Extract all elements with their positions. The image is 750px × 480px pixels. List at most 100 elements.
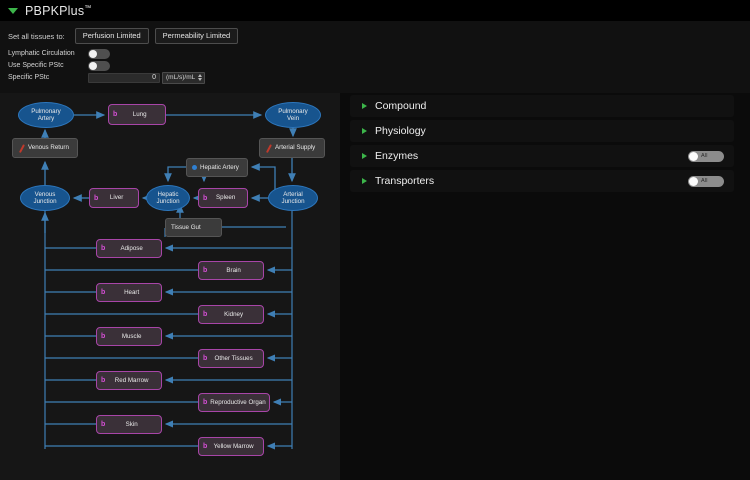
accordion-title: Transporters (375, 175, 435, 187)
toggle-all-label: All (701, 177, 708, 184)
b-icon: b (101, 245, 106, 252)
slash-icon (18, 145, 25, 152)
toggle-all-label: All (701, 152, 708, 159)
use-specific-pstc-toggle[interactable] (88, 60, 110, 71)
use-specific-pstc-label: Use Specific PStc (8, 62, 64, 69)
lymphatic-circulation-row: Lymphatic Circulation (8, 48, 110, 59)
accordion-title: Compound (375, 100, 427, 112)
toggle-knob (89, 49, 97, 58)
lymphatic-circulation-toggle[interactable] (88, 48, 110, 59)
use-specific-pstc-row: Use Specific PStc (8, 60, 110, 71)
b-icon: b (101, 421, 106, 428)
tissue-controls-panel: Set all tissues to: Perfusion Limited Pe… (0, 21, 750, 93)
node-label: Liver (109, 194, 124, 202)
lymphatic-circulation-label: Lymphatic Circulation (8, 50, 75, 57)
node-label: Adipose (120, 244, 143, 252)
set-all-tissues-row: Set all tissues to: Perfusion Limited Pe… (8, 28, 239, 45)
node-arterial-supply[interactable]: Arterial Supply (259, 138, 325, 158)
node-yellow-marrow[interactable]: b Yellow Marrow (198, 437, 264, 456)
b-icon: b (203, 267, 208, 274)
b-icon: b (113, 111, 118, 118)
node-label: Kidney (224, 310, 244, 318)
accordion-title: Physiology (375, 125, 426, 137)
accordion-transporters[interactable]: Transporters All (350, 170, 734, 192)
node-venous-return[interactable]: Venous Return (12, 138, 78, 158)
node-adipose[interactable]: b Adipose (96, 239, 162, 258)
node-label: Red Marrow (114, 376, 149, 384)
b-icon: b (101, 289, 106, 296)
triangle-right-icon[interactable] (362, 128, 367, 134)
b-icon: b (203, 355, 208, 362)
title-bar: PBPKPlus™ (0, 0, 750, 21)
node-label: Tissue Gut (171, 223, 201, 231)
permeability-limited-button[interactable]: Permeability Limited (154, 28, 239, 45)
node-muscle[interactable]: b Muscle (96, 327, 162, 346)
b-icon: b (203, 194, 208, 202)
accordion-physiology[interactable]: Physiology (350, 120, 734, 142)
node-spleen[interactable]: b Spleen (198, 188, 248, 208)
toggle-knob (689, 176, 698, 186)
node-label: Arterial Supply (275, 144, 316, 152)
node-label: Lung (132, 110, 147, 118)
node-lung[interactable]: b Lung (108, 104, 166, 125)
node-label: Hepatic Artery (200, 163, 239, 171)
dot-icon (192, 165, 197, 170)
node-hepatic-artery[interactable]: Hepatic Artery (186, 158, 248, 177)
node-label: Skin (125, 420, 138, 428)
stepper-icon[interactable] (198, 74, 203, 81)
node-label: Yellow Marrow (213, 442, 254, 450)
triangle-right-icon[interactable] (362, 153, 367, 159)
triangle-right-icon[interactable] (362, 103, 367, 109)
diagram-edges (41, 111, 297, 450)
b-icon: b (101, 333, 106, 340)
perfusion-limited-button[interactable]: Perfusion Limited (74, 28, 149, 45)
node-skin[interactable]: b Skin (96, 415, 162, 434)
set-all-tissues-label: Set all tissues to: (8, 31, 65, 41)
specific-pstc-label: Specific PStc (8, 74, 50, 81)
toggle-knob (689, 151, 698, 161)
app-title-text: PBPKPlus (25, 3, 85, 18)
node-label: Muscle (121, 332, 142, 340)
toggle-all-enzymes[interactable]: All (688, 150, 724, 162)
specific-pstc-input[interactable] (88, 72, 160, 83)
node-red-marrow[interactable]: b Red Marrow (96, 371, 162, 390)
node-label: Brain (226, 266, 241, 274)
triangle-down-icon[interactable] (8, 7, 18, 14)
specific-pstc-row: Specific PStc (mL/s)/mL (8, 71, 206, 84)
b-icon: b (94, 194, 99, 202)
b-icon: b (203, 399, 208, 406)
toggle-all-transporters[interactable]: All (688, 175, 724, 187)
node-brain[interactable]: b Brain (198, 261, 264, 280)
node-label: Spleen (216, 194, 236, 202)
node-tissue-gut[interactable]: Tissue Gut (165, 218, 222, 237)
node-label: Venous Return (28, 144, 69, 152)
toggle-knob (89, 61, 97, 70)
trademark-mark: ™ (84, 4, 92, 12)
b-icon: b (203, 443, 208, 450)
accordion-compound[interactable]: Compound (350, 95, 734, 117)
b-icon: b (101, 377, 106, 384)
node-liver[interactable]: b Liver (89, 188, 139, 208)
specific-pstc-units-select[interactable]: (mL/s)/mL (162, 71, 206, 84)
slash-icon (265, 145, 272, 152)
node-label: Reproductive Organ (210, 398, 266, 406)
triangle-right-icon[interactable] (362, 178, 367, 184)
page-title: PBPKPlus™ (25, 4, 91, 18)
